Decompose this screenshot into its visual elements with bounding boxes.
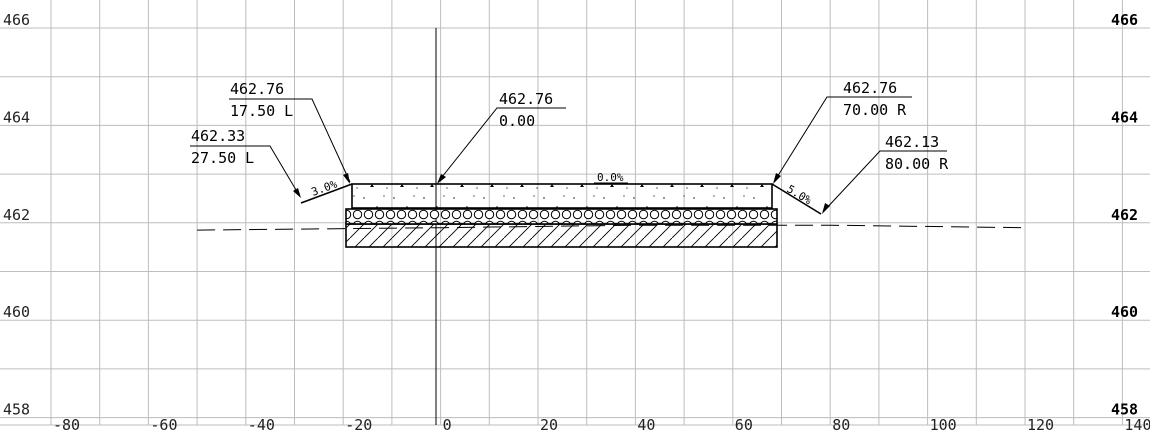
callout-left-hinge-offset: 17.50 L xyxy=(230,102,293,120)
axis-labels: -80 -60 -40 -20 0 20 40 60 80 100 120 140 466 464 462 4… xyxy=(3,11,1150,434)
x-tick-label: 140 xyxy=(1124,416,1150,434)
x-tick-label: -40 xyxy=(248,416,275,434)
y-tick-label-left: 466 xyxy=(3,11,30,29)
y-tick-label-right: 460 xyxy=(1111,303,1138,321)
callout-left-hinge-elevation: 462.76 xyxy=(230,80,284,98)
callout-right-toe: 462.13 80.00 R xyxy=(822,133,949,214)
right-side-slope xyxy=(771,183,822,215)
callout-left-hinge-arrow xyxy=(343,173,350,184)
callout-right-hinge-leader xyxy=(773,96,912,183)
callout-right-hinge-elevation: 462.76 xyxy=(843,79,897,97)
x-tick-label: -80 xyxy=(53,416,80,434)
callout-right-toe-elevation: 462.13 xyxy=(885,133,939,151)
x-tick-label: -20 xyxy=(345,416,372,434)
callout-centerline-leader xyxy=(437,107,566,183)
x-tick-label: 80 xyxy=(832,416,850,434)
callout-centerline: 462.76 0.00 xyxy=(437,90,566,184)
callout-left-toe-arrow xyxy=(293,188,301,198)
callout-right-hinge-offset: 70.00 R xyxy=(843,101,907,119)
callout-left-hinge-leader xyxy=(229,98,351,183)
callout-centerline-offset: 0.00 xyxy=(499,112,535,130)
callout-right-hinge: 462.76 70.00 R xyxy=(773,79,912,184)
right-slope-label: 5.0% xyxy=(784,182,814,207)
callout-right-hinge-arrow xyxy=(773,173,781,184)
y-tick-label-left: 464 xyxy=(3,108,30,126)
callout-right-toe-arrow xyxy=(822,203,830,214)
callout-left-toe: 462.33 27.50 L xyxy=(190,127,301,198)
center-slope-label: 0.0% xyxy=(597,171,624,184)
concrete-deck xyxy=(351,183,773,209)
x-tick-label: -60 xyxy=(150,416,177,434)
y-tick-label-right: 458 xyxy=(1111,401,1138,419)
callout-left-hinge: 462.76 17.50 L xyxy=(229,80,351,184)
x-tick-label: 100 xyxy=(930,416,957,434)
x-tick-label: 40 xyxy=(637,416,655,434)
left-slope-label: 3.0% xyxy=(310,177,340,198)
y-tick-label-right: 464 xyxy=(1111,108,1138,126)
callout-right-toe-offset: 80.00 R xyxy=(885,155,949,173)
callout-left-toe-offset: 27.50 L xyxy=(191,149,254,167)
subgrade-layer xyxy=(345,223,778,248)
y-tick-label-left: 460 xyxy=(3,303,30,321)
left-side-slope xyxy=(300,183,353,204)
callout-centerline-arrow xyxy=(437,174,446,184)
callout-centerline-elevation: 462.76 xyxy=(499,90,553,108)
y-tick-label-right: 466 xyxy=(1111,11,1138,29)
callout-left-toe-elevation: 462.33 xyxy=(191,127,245,145)
x-tick-label: 120 xyxy=(1027,416,1054,434)
y-tick-label-right: 462 xyxy=(1111,206,1138,224)
y-tick-label-left: 458 xyxy=(3,401,30,419)
callout-right-toe-leader xyxy=(822,150,947,213)
y-tick-label-left: 462 xyxy=(3,206,30,224)
x-tick-label: 60 xyxy=(735,416,753,434)
elevation-callouts: 462.76 17.50 L 462.33 27.50 L 462.76 0.0… xyxy=(190,79,949,214)
callout-left-toe-leader xyxy=(190,145,300,196)
gravel-layer xyxy=(345,208,778,225)
x-tick-label: 0 xyxy=(443,416,452,434)
x-tick-label: 20 xyxy=(540,416,558,434)
pavement-section xyxy=(345,183,778,248)
